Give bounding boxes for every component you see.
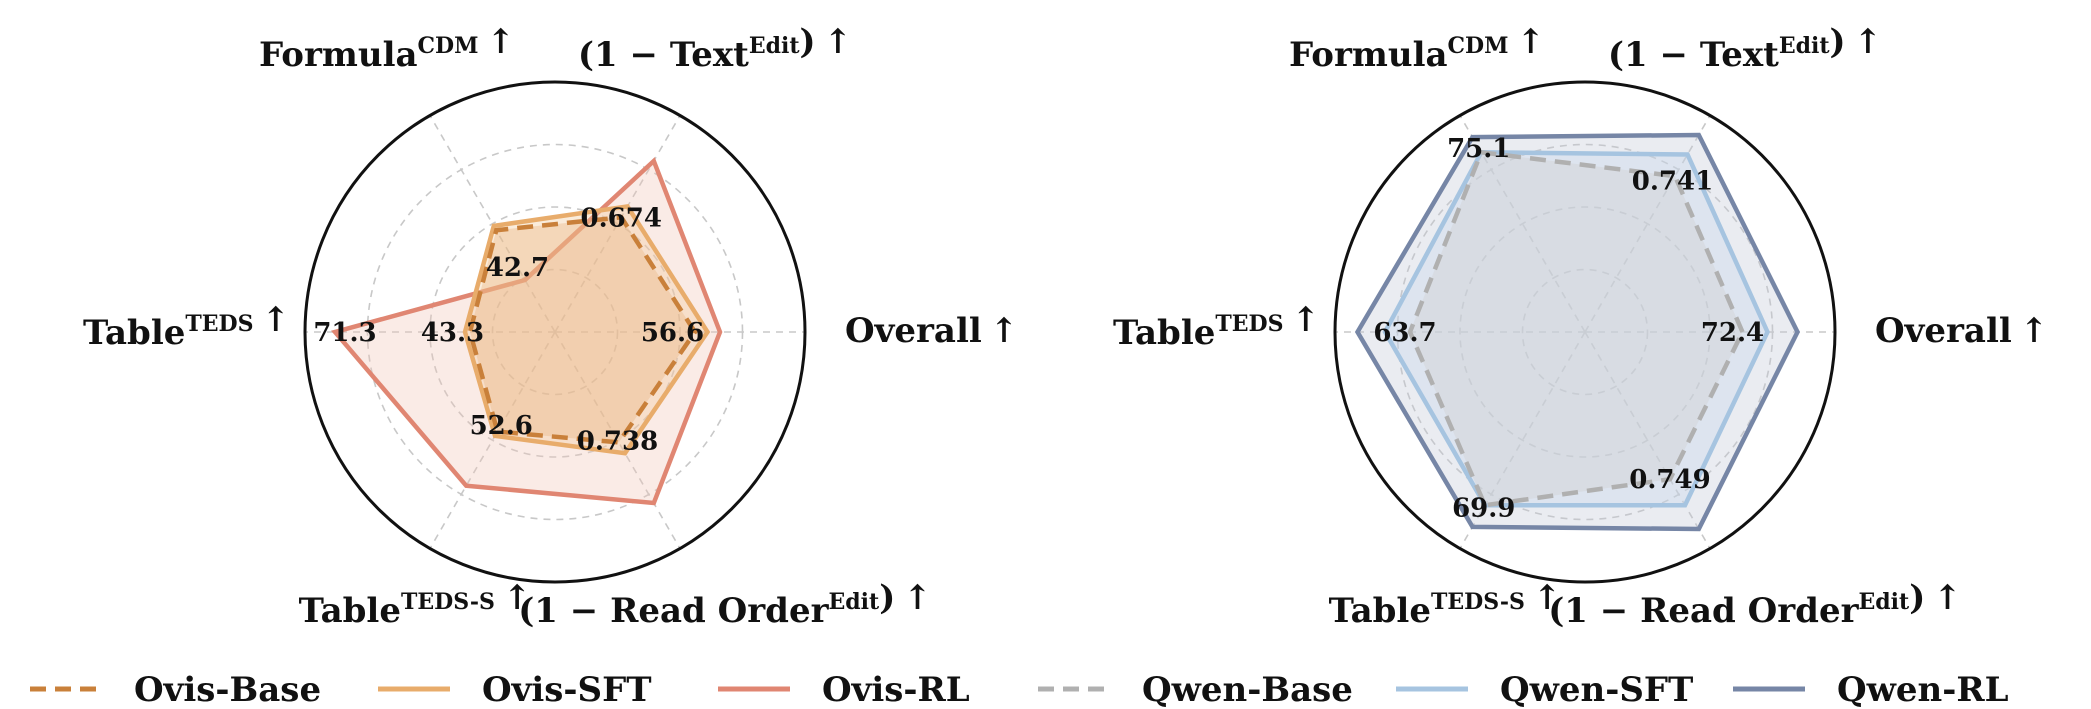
value-label: 0.738 — [577, 426, 658, 456]
grid-spoke — [429, 331, 556, 549]
grid-ring-1 — [1521, 268, 1649, 396]
grid-ring-1 — [491, 268, 619, 396]
value-label: 69.9 — [1452, 493, 1515, 523]
value-label: 75.1 — [1447, 134, 1510, 164]
legend-label: Ovis-SFT — [482, 670, 652, 709]
axis-label-0: Overall↑ — [1875, 311, 2048, 351]
value-label: 0.749 — [1629, 465, 1710, 495]
radar-chart-qwen: 72.4 0.741 75.1 63.7 69.9 0.749 Overall↑ (1 − T… — [1113, 22, 2048, 631]
grid-spoke — [1584, 331, 1711, 549]
value-label: 0.741 — [1632, 166, 1713, 196]
legend-label: Ovis-Base — [134, 670, 321, 709]
axis-label-4: TableTEDS-S↑ — [299, 578, 532, 631]
value-label: 0.674 — [581, 203, 662, 233]
series-ovis-base — [467, 214, 698, 445]
legend: Ovis-Base Ovis-SFT Ovis-RL Qwen-Base Qwen-SF… — [30, 670, 2009, 709]
grid-ring-2 — [429, 206, 681, 458]
value-label: 42.7 — [486, 253, 549, 283]
axis-label-3: TableTEDS↑ — [1113, 300, 1320, 353]
outer-ring — [303, 80, 807, 584]
grid-spoke — [554, 115, 681, 333]
grid-spoke — [429, 115, 556, 333]
value-label: 63.7 — [1373, 318, 1436, 348]
legend-label: Qwen-RL — [1837, 670, 2009, 709]
grid-spoke — [554, 331, 681, 549]
series-qwen-sft — [1382, 150, 1770, 508]
outer-ring — [1333, 80, 1837, 584]
value-label: 52.6 — [470, 411, 533, 441]
axis-label-5: (1 − Read OrderEdit)↑ — [518, 578, 932, 631]
axis-label-2: FormulaCDM↑ — [1289, 22, 1545, 75]
value-label: 56.6 — [641, 318, 704, 348]
radar-chart-ovis: 56.6 0.674 42.7 43.3 71.3 52.6 0.738 Overall↑ (1… — [83, 22, 1018, 631]
axis-label-1: (1 − TextEdit)↑ — [578, 22, 852, 75]
grid-spoke — [1459, 331, 1586, 549]
axis-label-3: TableTEDS↑ — [83, 300, 290, 353]
series-ovis-sft — [462, 203, 711, 456]
value-label: 72.4 — [1701, 318, 1764, 348]
value-label: 71.3 — [313, 318, 376, 348]
axis-label-5: (1 − Read OrderEdit)↑ — [1548, 578, 1962, 631]
value-label: 43.3 — [421, 318, 484, 348]
axis-label-4: TableTEDS-S↑ — [1329, 578, 1562, 631]
legend-label: Qwen-Base — [1142, 670, 1353, 709]
series-ovis-rl — [330, 157, 723, 506]
series-qwen-base — [1407, 149, 1745, 508]
grid-ring-2 — [1459, 206, 1711, 458]
series-qwen-rl — [1354, 132, 1801, 532]
grid-spoke — [1584, 115, 1711, 333]
legend-label: Ovis-RL — [822, 670, 970, 709]
legend-label: Qwen-SFT — [1500, 670, 1693, 709]
axis-label-2: FormulaCDM↑ — [259, 22, 515, 75]
axis-label-1: (1 − TextEdit)↑ — [1608, 22, 1882, 75]
axis-label-0: Overall↑ — [845, 311, 1018, 351]
